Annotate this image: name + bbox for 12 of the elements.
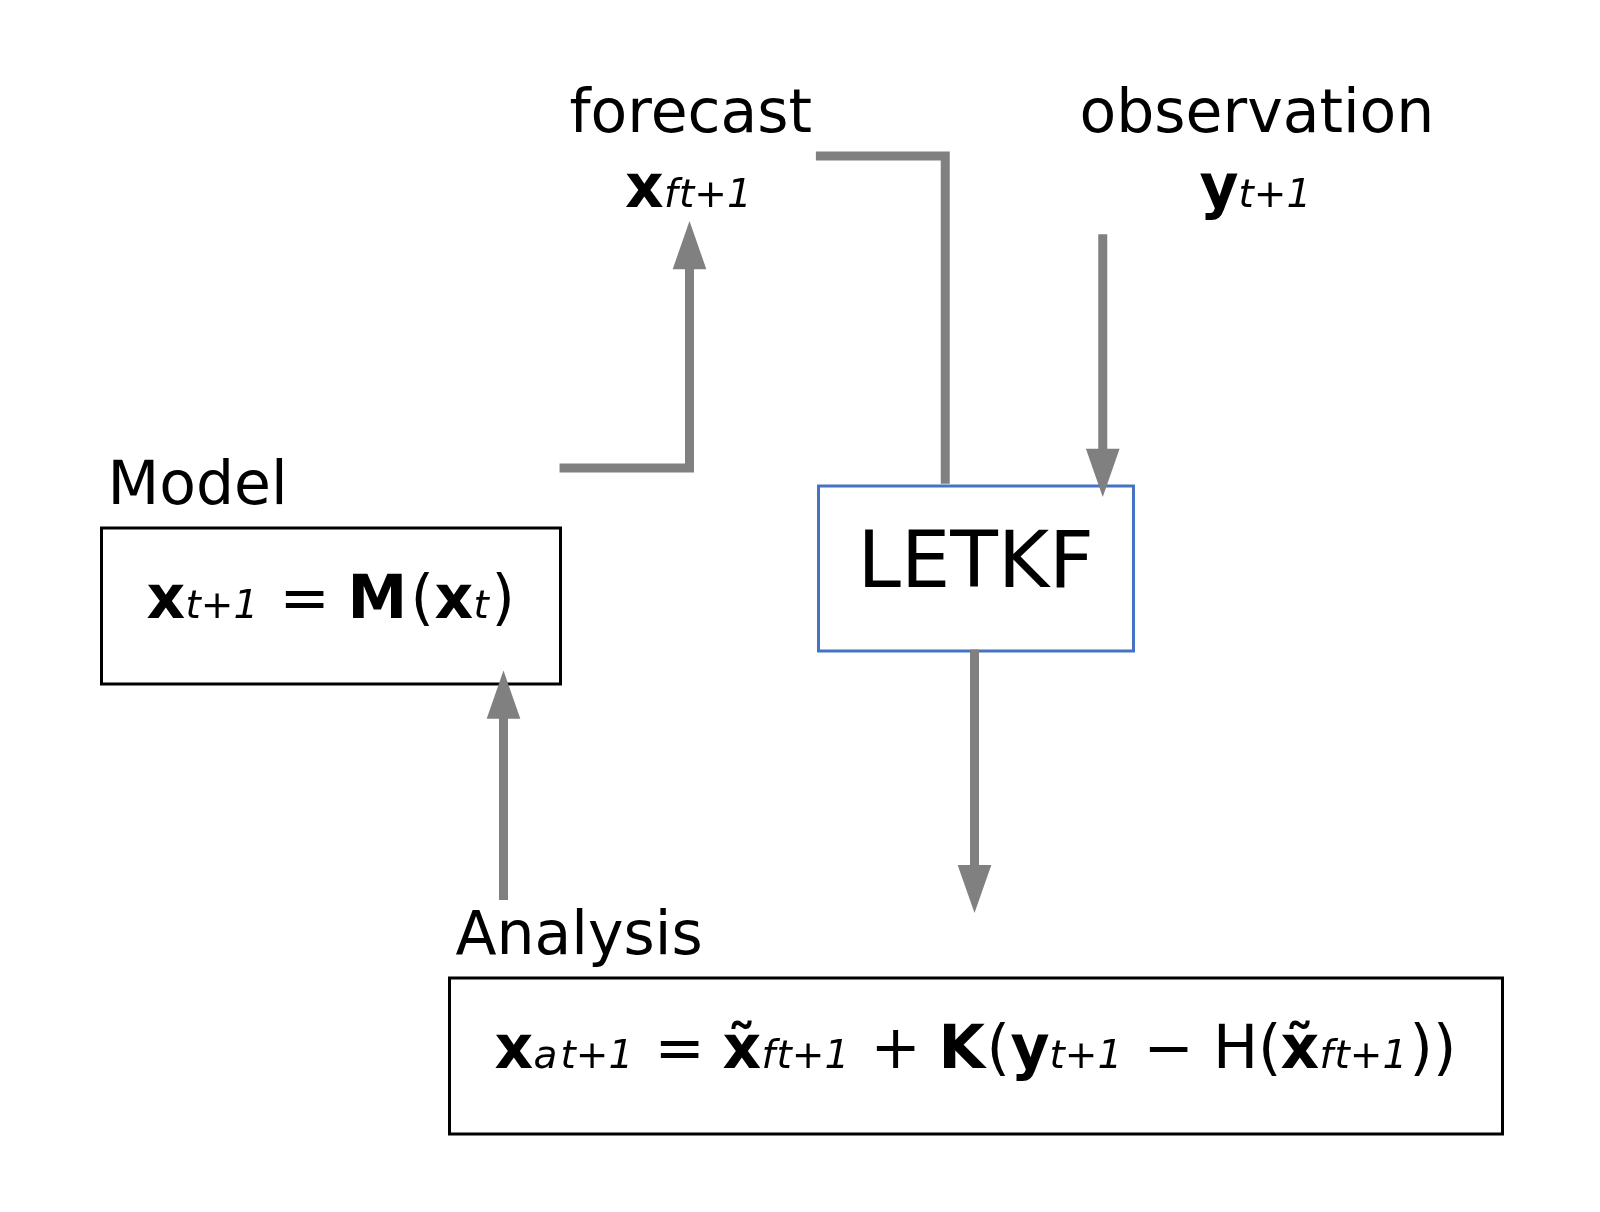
connector bbox=[815, 151, 950, 484]
node-box: xat+1 = x̃ft+1 + K(yt+1 − H(x̃ft+1)) bbox=[447, 976, 1504, 1136]
node-box: xt+1 = M(xt) bbox=[99, 526, 562, 686]
node-text: forecast xft+1 bbox=[569, 76, 812, 221]
node-label: Model bbox=[107, 448, 288, 518]
node-text: observation yt+1 bbox=[1079, 76, 1434, 221]
arrow bbox=[559, 221, 706, 473]
arrow bbox=[1085, 234, 1120, 497]
arrow bbox=[486, 670, 520, 900]
arrow bbox=[957, 649, 991, 914]
node-box: LETKF bbox=[816, 484, 1135, 653]
node-label: Analysis bbox=[455, 898, 703, 968]
